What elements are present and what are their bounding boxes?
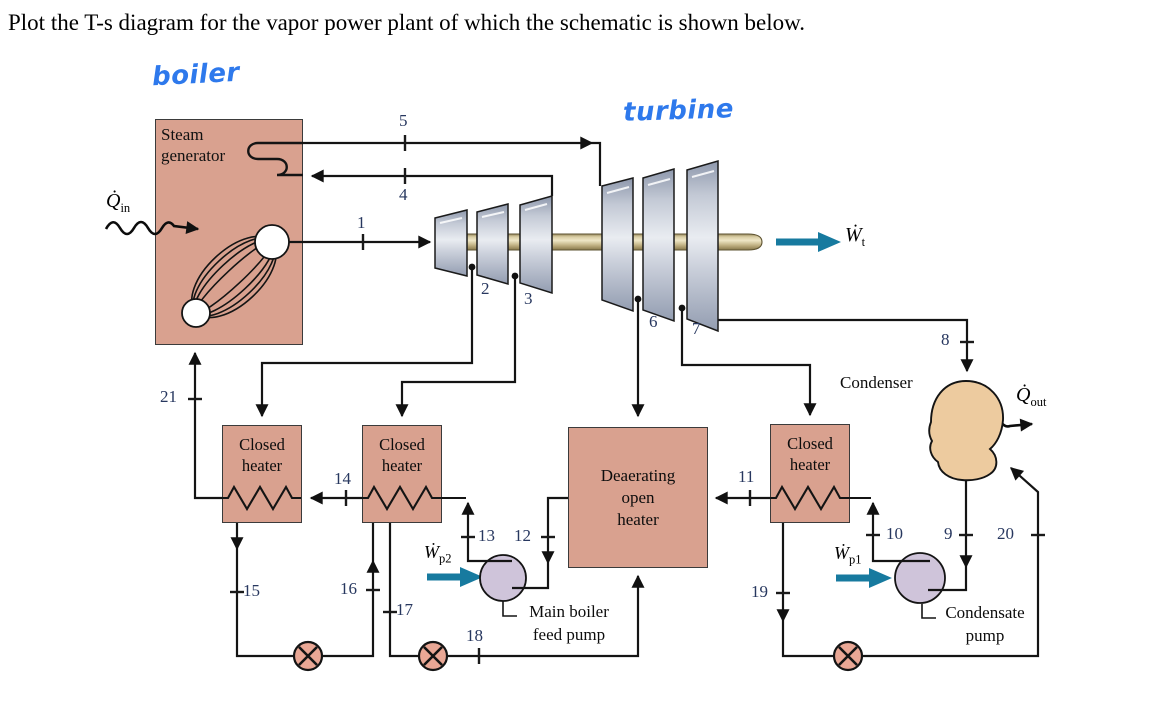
deaerating-open-heater-box: Deaerating open heater: [568, 427, 708, 568]
state-point-16: 16: [340, 579, 357, 598]
w-p2-subscript: p2: [439, 551, 452, 566]
drum-upper-circle: [254, 224, 290, 260]
state-point-18: 18: [466, 626, 483, 645]
condensate-pump-work-arrow: [836, 568, 892, 588]
feed-pump-work-arrow: [427, 567, 483, 587]
closed-heater-1-box: Closed heater: [222, 425, 302, 523]
hp-blade-3: [519, 195, 553, 295]
state-point-5: 5: [399, 111, 408, 130]
pumps: [461, 501, 968, 619]
state-point-4: 4: [399, 185, 408, 204]
w-p2-symbol: Ẇp2: [424, 542, 452, 567]
steam-generator-label: Steam generator: [161, 124, 253, 166]
boiler-drum-tubes: [181, 224, 290, 328]
q-in-symbol: Q̇in: [106, 190, 130, 216]
condenser-shell: [928, 380, 1004, 482]
q-in-subscript: in: [120, 201, 131, 215]
w-t-letter: Ẇ: [845, 224, 862, 246]
closed-heater-1-label: Closed heater: [223, 426, 301, 476]
condensate-pump-label: Condensate pump: [932, 601, 1038, 647]
q-out-symbol: Q̇out: [1016, 384, 1046, 410]
work-flow-arrows: [427, 232, 892, 588]
turbine-blades: [434, 160, 719, 333]
hp-blade-1: [434, 209, 468, 277]
turbine-assembly: [434, 160, 763, 333]
state-point-19: 19: [751, 582, 768, 601]
main-feed-pump-label-line2: feed pump: [532, 625, 606, 644]
state-point-21: 21: [160, 387, 177, 406]
w-p1-symbol: Ẇp1: [834, 543, 862, 568]
deaerating-open-heater-label: Deaerating open heater: [569, 428, 707, 531]
w-p1-letter: Ẇ: [834, 543, 849, 563]
state-point-6: 6: [649, 312, 658, 331]
state-point-11: 11: [738, 467, 755, 486]
state-tick-marks: [188, 135, 1045, 664]
closed-heater-label-line1: Closed: [239, 435, 285, 454]
heat-flow-squiggles: [104, 220, 1034, 432]
w-t-symbol: Ẇt: [845, 224, 865, 250]
w-p1-subscript: p1: [849, 552, 862, 567]
state-point-9: 9: [944, 524, 953, 543]
closed-heater-2-box: Closed heater: [362, 425, 442, 523]
deaerating-label-line1: Deaerating: [600, 466, 676, 485]
main-boiler-feed-pump-label: Main boiler feed pump: [518, 600, 620, 646]
closed-heater-2-label: Closed heater: [363, 426, 441, 476]
state-point-20: 20: [997, 524, 1014, 543]
q-in-squiggle-arrow: [104, 220, 200, 236]
state-point-13: 13: [478, 526, 495, 545]
turbine-shaft: [436, 233, 763, 251]
state-point-12: 12: [514, 526, 531, 545]
closed-heater-label-line2: heater: [789, 455, 831, 474]
turbine-work-arrow: [776, 232, 841, 252]
w-t-subscript: t: [861, 235, 866, 249]
state-point-10: 10: [886, 524, 903, 543]
main-feed-pump-label-line1: Main boiler: [529, 602, 609, 621]
condensate-pump-label-line1: Condensate: [945, 603, 1025, 622]
q-out-subscript: out: [1030, 395, 1047, 409]
state-point-17: 17: [396, 600, 413, 619]
q-in-letter: Q̇: [106, 190, 121, 212]
trap-valves: [292, 640, 864, 672]
blade-highlights: [439, 170, 715, 224]
pump-label-brackets: [502, 601, 936, 619]
lp-blade-2: [642, 168, 675, 323]
extraction-point-dots: [468, 263, 686, 312]
steam-generator-label-line1: Steam: [161, 125, 204, 144]
reheat-coil: [247, 141, 303, 177]
heater-tube-zigzags: [195, 484, 871, 512]
deaerating-label-line3: heater: [617, 510, 659, 529]
lp-blade-1: [601, 177, 634, 313]
drum-lower-circle: [181, 298, 211, 328]
valve-heater3-drain: [832, 640, 864, 672]
q-out-letter: Q̇: [1016, 384, 1031, 406]
state-point-8: 8: [941, 330, 950, 349]
page-title: Plot the T-s diagram for the vapor power…: [8, 10, 805, 35]
state-point-7: 7: [692, 319, 701, 338]
condenser-label: Condenser: [840, 373, 913, 392]
w-p2-letter: Ẇ: [424, 542, 439, 562]
state-point-3: 3: [524, 289, 533, 308]
lp-blade-3: [686, 160, 719, 333]
closed-heater-label-line2: heater: [241, 456, 283, 475]
closed-heater-3-label: Closed heater: [771, 425, 849, 475]
valve-heater2-drain: [417, 640, 449, 672]
closed-heater-label-line2: heater: [381, 456, 423, 475]
deaerating-label-line2: open: [621, 488, 655, 507]
closed-heater-3-box: Closed heater: [770, 424, 850, 523]
state-point-2: 2: [481, 279, 490, 298]
state-point-1: 1: [357, 213, 366, 232]
hp-blade-2: [476, 203, 509, 285]
piping-lines: [188, 136, 1040, 658]
condensate-pump-label-line2: pump: [965, 626, 1005, 645]
closed-heater-label-line1: Closed: [787, 434, 833, 453]
steam-generator-label-line2: generator: [161, 146, 226, 165]
closed-heater-label-line1: Closed: [379, 435, 425, 454]
state-point-14: 14: [334, 469, 351, 488]
valve-heater1-drain: [292, 640, 324, 672]
state-point-15: 15: [243, 581, 260, 600]
